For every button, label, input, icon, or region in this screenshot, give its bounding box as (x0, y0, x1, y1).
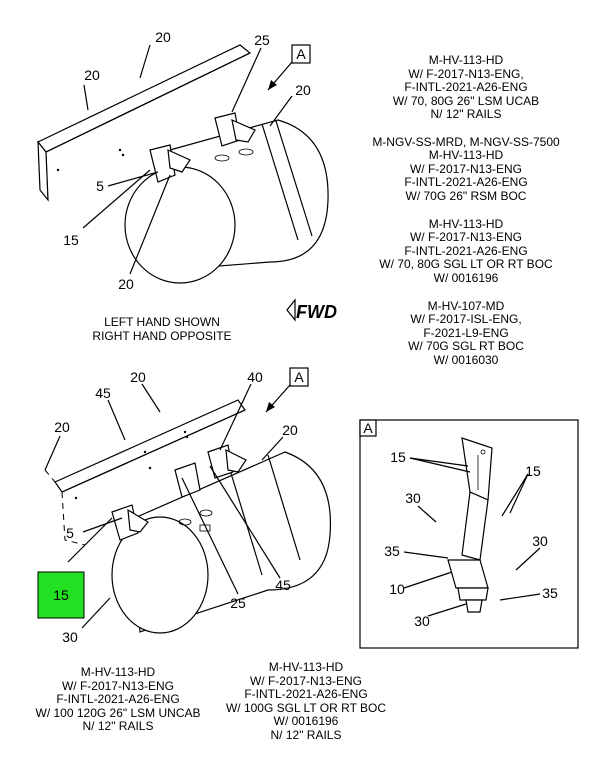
note-4-line-2: W/ F-2017-ISL-ENG, (410, 312, 521, 326)
bottom-callout-9: 25 (230, 595, 246, 611)
detail-a-bracket (447, 437, 493, 613)
top-callout-6: 15 (63, 232, 79, 248)
detail-callout-3: 30 (405, 490, 421, 506)
orientation-note-line-1: LEFT HAND SHOWN (104, 315, 220, 329)
note-4-line-5: W/ 0016030 (434, 353, 499, 367)
fwd-label: FWD (296, 302, 337, 322)
detail-callout-7: 35 (542, 585, 558, 601)
note-5-line-1: M-HV-113-HD (81, 665, 156, 679)
note-6-line-5: W/ 0016196 (274, 714, 339, 728)
detail-a-panel: A 15 15 30 30 35 10 35 30 (359, 419, 579, 649)
bottom-callout-8: 30 (62, 629, 78, 645)
top-detail-ref: A (296, 46, 306, 62)
note-1-line-3: F-INTL-2021-A26-ENG (404, 80, 527, 94)
note-6-line-4: W/ 100G SGL LT OR RT BOC (226, 701, 386, 715)
bottom-callout-5: 20 (282, 422, 298, 438)
bottom-view: A 20 45 40 20 20 5 15 30 25 45 (37, 367, 332, 645)
note-2-line-5: W/ 70G 26" RSM BOC (406, 189, 527, 203)
detail-callout-5: 35 (384, 543, 400, 559)
note-3-line-2: W/ F-2017-N13-ENG (410, 230, 522, 244)
notes-bottom: M-HV-113-HD W/ F-2017-N13-ENG F-INTL-202… (36, 660, 387, 742)
note-2-line-2: M-HV-113-HD (429, 148, 504, 162)
top-callout-1: 20 (155, 29, 171, 45)
note-2-line-1: M-NGV-SS-MRD, M-NGV-SS-7500 (372, 135, 560, 149)
bottom-callout-3: 40 (247, 369, 263, 385)
highlighted-callout-box[interactable] (37, 571, 85, 619)
note-6-line-3: F-INTL-2021-A26-ENG (244, 687, 367, 701)
note-1-line-4: W/ 70, 80G 26" LSM UCAB (393, 94, 539, 108)
top-view: A 20 20 25 20 5 15 20 LEFT HAND SHOWN RI… (37, 29, 337, 343)
note-4-line-4: W/ 70G SGL RT BOC (408, 339, 524, 353)
note-5-line-3: F-INTL-2021-A26-ENG (56, 692, 179, 706)
top-frame-rail (37, 44, 252, 202)
note-5-line-4: W/ 100 120G 26" LSM UNCAB (36, 706, 201, 720)
top-callout-2: 20 (84, 67, 100, 83)
note-6-line-2: W/ F-2017-N13-ENG (250, 674, 362, 688)
top-callout-5: 5 (96, 178, 104, 194)
note-4-line-3: F-2021-L9-ENG (423, 326, 508, 340)
bottom-callout-6: 5 (66, 525, 74, 541)
note-3-line-3: F-INTL-2021-A26-ENG (404, 244, 527, 258)
note-2-line-4: F-INTL-2021-A26-ENG (404, 175, 527, 189)
detail-callout-1: 15 (390, 449, 406, 465)
note-5-line-5: N/ 12" RAILS (83, 719, 154, 733)
top-callout-3: 25 (254, 32, 270, 48)
note-1-line-2: W/ F-2017-N13-ENG, (408, 67, 523, 81)
bottom-callout-10: 45 (275, 577, 291, 593)
detail-a-label: A (363, 420, 373, 436)
detail-callout-6: 10 (389, 581, 405, 597)
bottom-detail-ref-box (289, 367, 309, 387)
bottom-callout-1: 20 (130, 369, 146, 385)
top-fuel-tank (124, 119, 329, 284)
note-3-line-1: M-HV-113-HD (429, 217, 504, 231)
detail-callout-4: 30 (532, 533, 548, 549)
bottom-fuel-tank (111, 451, 332, 634)
bottom-frame-rail (44, 399, 246, 546)
note-6-line-6: N/ 12" RAILS (271, 728, 342, 742)
note-5-line-2: W/ F-2017-N13-ENG (62, 679, 174, 693)
note-6-line-1: M-HV-113-HD (269, 660, 344, 674)
note-4-line-1: M-HV-107-MD (428, 299, 505, 313)
bottom-brackets (111, 444, 247, 541)
bottom-callout-4: 20 (54, 419, 70, 435)
notes-right: M-HV-113-HD W/ F-2017-N13-ENG, F-INTL-20… (372, 53, 560, 367)
bottom-callout-2: 45 (95, 385, 111, 401)
note-1-line-5: N/ 12" RAILS (431, 107, 502, 121)
top-detail-ref-box (291, 44, 311, 64)
note-2-line-3: W/ F-2017-N13-ENG (410, 162, 522, 176)
note-1-line-1: M-HV-113-HD (429, 53, 504, 67)
bottom-callout-7-highlighted[interactable]: 15 (53, 587, 69, 603)
top-callout-7: 20 (118, 276, 134, 292)
detail-callout-8: 30 (414, 613, 430, 629)
note-3-line-4: W/ 70, 80G SGL LT OR RT BOC (379, 257, 553, 271)
note-3-line-5: W/ 0016196 (434, 271, 499, 285)
detail-callout-2: 15 (525, 463, 541, 479)
orientation-note-line-2: RIGHT HAND OPPOSITE (92, 329, 231, 343)
top-callout-4: 20 (295, 82, 311, 98)
fwd-arrow: FWD (286, 298, 337, 322)
bottom-detail-ref: A (294, 369, 304, 385)
